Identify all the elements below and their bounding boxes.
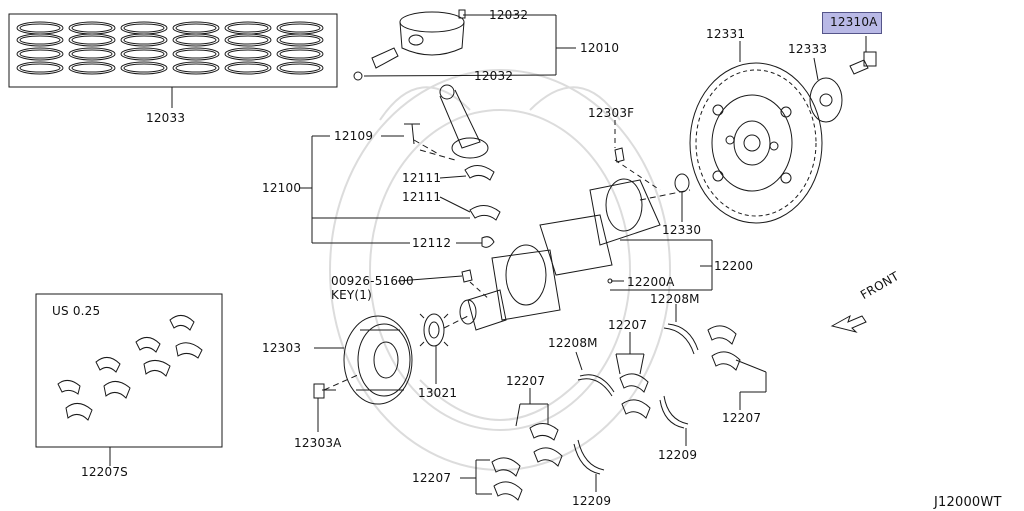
crank-sprocket: [419, 313, 449, 347]
part-label-12111-upper[interactable]: 12111: [402, 171, 442, 185]
diagram-code: J12000WT: [934, 495, 1002, 510]
main-bearings: [491, 325, 741, 501]
part-label-12032-top[interactable]: 12032: [489, 8, 529, 22]
part-label-12333[interactable]: 12333: [788, 42, 828, 56]
thrust-washers: [573, 323, 699, 475]
piston: [353, 9, 466, 81]
part-label-12331[interactable]: 12331: [706, 27, 746, 41]
part-label-13021[interactable]: 13021: [418, 386, 458, 400]
part-label-12310A[interactable]: 12310A: [830, 15, 878, 29]
pulley-bolt: [313, 383, 336, 399]
part-label-12207-middle[interactable]: 12207: [608, 318, 648, 332]
part-label-12100[interactable]: 12100: [262, 181, 302, 195]
undersize-bearings: [57, 315, 203, 421]
key: [461, 269, 473, 283]
part-label-key-description: KEY(1): [331, 288, 372, 302]
part-label-key-number[interactable]: 00926-51600: [331, 274, 414, 288]
piston-ring-set-frame: [8, 13, 338, 88]
part-label-12109[interactable]: 12109: [334, 129, 374, 143]
part-label-12207-center[interactable]: 12207: [506, 374, 546, 388]
connecting-rod: [404, 84, 501, 248]
flywheel-bolt: [849, 51, 877, 75]
part-label-12010[interactable]: 12010: [580, 41, 620, 55]
part-label-12303A[interactable]: 12303A: [294, 436, 342, 450]
part-label-12208M-right[interactable]: 12208M: [650, 292, 700, 306]
part-label-12330[interactable]: 12330: [662, 223, 702, 237]
undersize-label: US 0.25: [52, 304, 101, 318]
crank-pulley: [343, 315, 413, 405]
part-label-12208M-middle[interactable]: 12208M: [548, 336, 598, 350]
part-label-12111-lower[interactable]: 12111: [402, 190, 442, 204]
part-label-12112[interactable]: 12112: [412, 236, 452, 250]
flywheel: [689, 62, 823, 224]
part-label-12207-bottom[interactable]: 12207: [412, 471, 452, 485]
part-label-12032-bottom[interactable]: 12032: [474, 69, 514, 83]
part-label-12207S[interactable]: 12207S: [81, 465, 128, 479]
undersize-bearing-frame: [35, 293, 223, 448]
part-label-12200[interactable]: 12200: [714, 259, 754, 273]
part-label-12209-right[interactable]: 12209: [658, 448, 698, 462]
part-highlight: [822, 12, 882, 34]
crankshaft: [459, 178, 661, 331]
part-label-12209-bottom[interactable]: 12209: [572, 494, 612, 508]
part-label-12303F[interactable]: 12303F: [588, 106, 635, 120]
dowel-pin: [614, 147, 625, 163]
piston-ring-sets: [16, 21, 324, 75]
part-label-12200A[interactable]: 12200A: [627, 275, 675, 289]
front-arrow-icon: [830, 314, 867, 333]
part-label-12033[interactable]: 12033: [146, 111, 186, 125]
pilot-bushing: [674, 173, 690, 193]
watermark-emblem: [329, 69, 671, 471]
part-label-12303[interactable]: 12303: [262, 341, 302, 355]
part-label-12207-right[interactable]: 12207: [722, 411, 762, 425]
flywheel-plate: [809, 77, 843, 123]
